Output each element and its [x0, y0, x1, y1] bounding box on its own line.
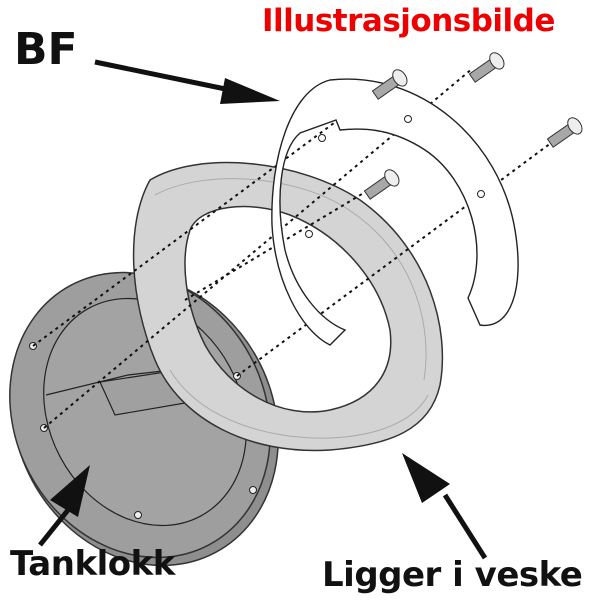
- bf-plate-holes: [305, 115, 485, 238]
- arrow-ligger-icon: [402, 453, 488, 560]
- bf-label: BF: [14, 24, 78, 75]
- screw-icon: [468, 52, 505, 83]
- arrow-bf-icon: [94, 59, 280, 104]
- screw-icon: [371, 69, 408, 100]
- screw-icon: [363, 169, 400, 200]
- screw-icon: [546, 117, 583, 148]
- flange-ring: [132, 161, 444, 452]
- alignment-lines: [32, 67, 556, 429]
- arrow-tanklokk-icon: [38, 465, 90, 547]
- bf-plate: [271, 78, 519, 346]
- tanklokk-label: Tanklokk: [10, 544, 175, 584]
- ligger-i-veske-label: Ligger i veske: [322, 555, 583, 595]
- screws: [363, 52, 583, 200]
- illustration-title: Illustrasjonsbilde: [262, 3, 555, 39]
